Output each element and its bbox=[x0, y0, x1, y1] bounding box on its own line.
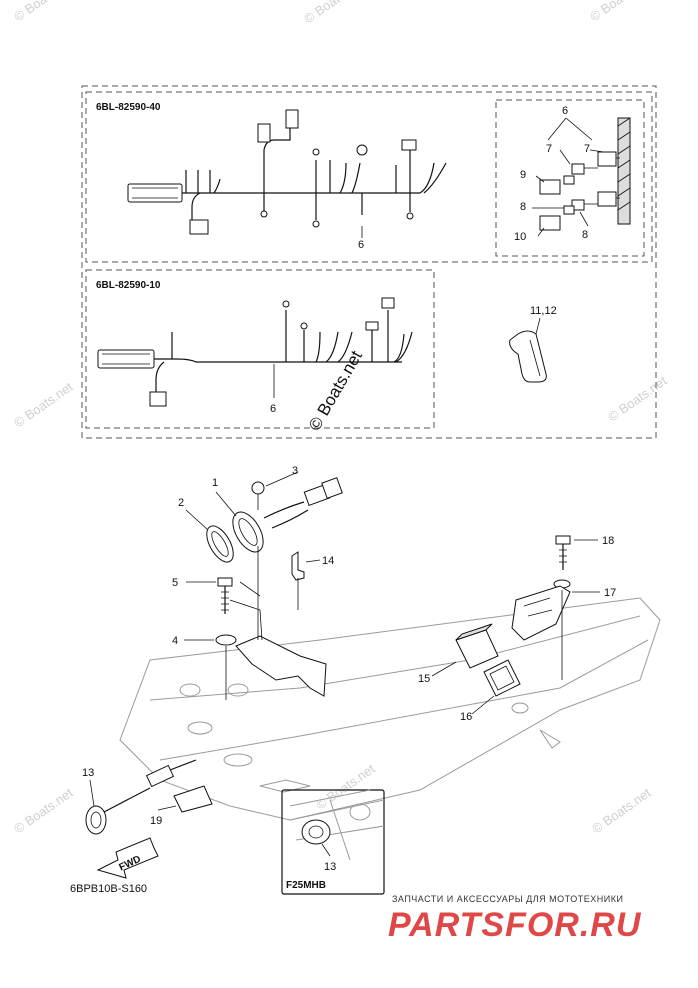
callout-label: 16 bbox=[460, 711, 472, 723]
callout-label: 10 bbox=[514, 231, 526, 243]
callout-6a: 6 bbox=[358, 226, 364, 251]
callout-label: 18 bbox=[602, 535, 614, 547]
bolt-and-bracket: 5 4 bbox=[172, 546, 327, 700]
callout-6c: 6 bbox=[270, 364, 276, 415]
brand-logo[interactable]: PARTSFOR.RU bbox=[388, 906, 642, 944]
engine-hull bbox=[119, 597, 661, 821]
connector-detail: 6 7 7 9 8 10 8 bbox=[514, 105, 631, 243]
callout-label: 5 bbox=[172, 577, 178, 589]
top-harness-box bbox=[85, 91, 653, 263]
main-watermark: © Boats.net bbox=[305, 347, 366, 434]
clamp-part: 11,12 bbox=[509, 305, 557, 383]
callout-label: 6 bbox=[358, 239, 364, 251]
box-bottom-code: 6BL-82590-10 bbox=[96, 280, 161, 291]
watermark: © Boats.net bbox=[11, 379, 76, 431]
bracket-and-bolt: 18 17 bbox=[511, 535, 616, 680]
watermark: © Boats.net bbox=[11, 0, 76, 24]
sensor-and-label: 13 19 bbox=[82, 759, 213, 835]
callout-label: 4 bbox=[172, 635, 178, 647]
callout-label: 9 bbox=[520, 169, 526, 181]
callout-label: 7 bbox=[584, 143, 590, 155]
watermarks: © Boats.net © Boats.net © Boats.net © Bo… bbox=[11, 0, 670, 836]
wire-harness-bottom bbox=[97, 297, 413, 407]
figure-code: 6BPB10B-S160 bbox=[70, 883, 147, 895]
box-top-code: 6BL-82590-40 bbox=[96, 102, 161, 113]
callout-label: 2 bbox=[178, 497, 184, 509]
watermark: © Boats.net bbox=[301, 0, 366, 26]
watermark: © Boats.net bbox=[605, 373, 670, 425]
watermark: © Boats.net bbox=[589, 785, 654, 837]
callout-label: 15 bbox=[418, 673, 430, 685]
callout-label: 6 bbox=[562, 105, 568, 117]
wire-clip: 14 bbox=[291, 551, 334, 610]
callout-label: 13 bbox=[324, 861, 336, 873]
callout-label: 1 bbox=[212, 477, 218, 489]
watermark: © Boats.net bbox=[313, 761, 378, 813]
watermark: © Boats.net bbox=[11, 785, 76, 837]
brand-subtitle: ЗАПЧАСТИ И АКСЕССУАРЫ ДЛЯ МОТОТЕХНИКИ bbox=[392, 894, 624, 904]
outer-dashed-frame bbox=[81, 85, 657, 439]
bottom-harness-box bbox=[85, 269, 435, 429]
detail-inset: 13 F25MHB bbox=[281, 789, 385, 895]
cover-and-gasket: 15 16 bbox=[418, 623, 521, 723]
callout-label: 8 bbox=[520, 201, 526, 213]
grommet-parts: 1 2 3 bbox=[178, 465, 343, 563]
callout-label: 13 bbox=[82, 767, 94, 779]
callout-label: 19 bbox=[150, 815, 162, 827]
callout-label: 14 bbox=[322, 555, 334, 567]
connector-detail-box bbox=[495, 99, 645, 257]
watermark: © Boats.net bbox=[587, 0, 652, 24]
callout-label: 7 bbox=[546, 143, 552, 155]
wire-harness-top bbox=[127, 109, 447, 235]
fwd-arrow: FWD bbox=[96, 837, 159, 879]
callout-label: 11,12 bbox=[530, 305, 557, 317]
callout-label: 3 bbox=[292, 465, 298, 477]
detail-code: F25MHB bbox=[286, 880, 326, 891]
callout-label: 6 bbox=[270, 403, 276, 415]
callout-label: 17 bbox=[604, 587, 616, 599]
callout-label: 8 bbox=[582, 229, 588, 241]
